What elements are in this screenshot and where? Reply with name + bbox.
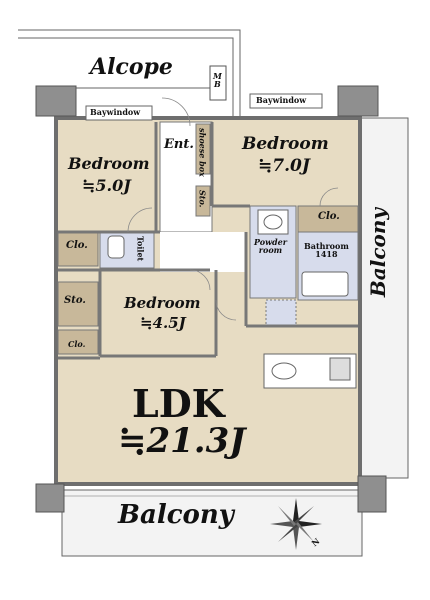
ldk-size: ≒21.3J bbox=[118, 421, 246, 461]
closet-left-box bbox=[57, 231, 99, 267]
toilet-label: Toilet bbox=[135, 236, 146, 262]
shoes-box-label: shoese box bbox=[197, 128, 208, 177]
toilet-fixture bbox=[107, 235, 125, 259]
closet-right-label: Clo. bbox=[318, 211, 340, 222]
stove bbox=[329, 357, 351, 381]
right-balcony bbox=[359, 117, 409, 479]
storage-small-label: Sto. bbox=[197, 190, 208, 208]
powder-room-label: Powder room bbox=[254, 237, 287, 256]
bedroom-right-size: ≒7.0J bbox=[258, 156, 310, 176]
door-swings bbox=[127, 97, 339, 321]
closet-left-label: Clo. bbox=[66, 240, 88, 251]
hallway bbox=[160, 232, 246, 272]
meter-box-label: M B bbox=[213, 71, 222, 90]
balcony-bottom-label: Balcony bbox=[118, 500, 234, 530]
storage-small-box bbox=[195, 185, 211, 217]
bedroom-left-size: ≒5.0J bbox=[82, 176, 131, 195]
bedroom-left-name: Bedroom bbox=[68, 154, 150, 173]
bathroom-label: Bathroom 1418 bbox=[304, 241, 349, 260]
interior-walls bbox=[58, 122, 358, 360]
baywindow-right-strip bbox=[249, 93, 323, 109]
compass-rose-icon bbox=[270, 498, 322, 550]
storage-left-label: Sto. bbox=[64, 295, 86, 306]
entrance-label: Ent. bbox=[164, 137, 194, 152]
alcove-area bbox=[18, 29, 241, 120]
baywindow-left-label: Baywindow bbox=[90, 107, 141, 117]
balcony-right-label: Balcony bbox=[366, 208, 390, 298]
sink bbox=[257, 209, 289, 235]
pillars bbox=[35, 85, 387, 513]
alcove-label: Alcope bbox=[90, 54, 173, 80]
storage-left-box bbox=[57, 281, 99, 327]
baywindow-right-label: Baywindow bbox=[256, 95, 307, 105]
closet-right-box bbox=[297, 205, 359, 233]
bedroom-right-name: Bedroom bbox=[242, 134, 329, 154]
ldk-label: LDK bbox=[132, 381, 225, 426]
meter-box bbox=[209, 65, 227, 101]
closet-lower-label: Clo. bbox=[68, 339, 86, 349]
baywindow-left-strip bbox=[85, 105, 153, 121]
bedroom-mid-size: ≒4.5J bbox=[140, 314, 186, 332]
shoes-box bbox=[195, 123, 211, 175]
washer-pan bbox=[265, 299, 297, 327]
bedroom-mid-name: Bedroom bbox=[124, 294, 201, 312]
bathtub bbox=[301, 271, 349, 297]
sink-bowl bbox=[263, 214, 283, 230]
kitchen-sink bbox=[271, 362, 297, 380]
closet-lower-box bbox=[57, 329, 99, 355]
